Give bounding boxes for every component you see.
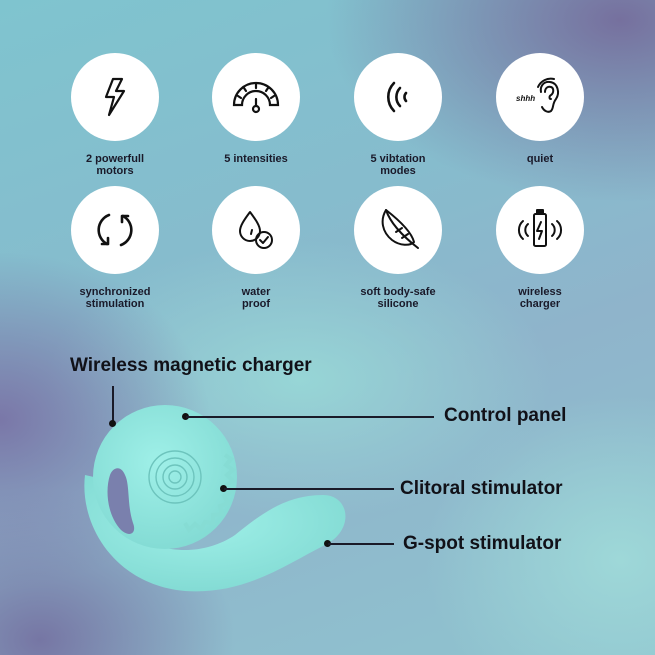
wireless-battery-icon [517, 209, 563, 247]
feature-circle: shhh [496, 53, 584, 141]
callout-dot [182, 413, 189, 420]
feature-label: 2 powerfull motors [85, 153, 145, 177]
feature-quiet: shhh quiet [480, 53, 600, 165]
callout-control-panel: Control panel [444, 405, 567, 426]
callout-gspot-stimulator: G-spot stimulator [403, 533, 562, 554]
feature-label: quiet [526, 153, 554, 165]
callout-dot [109, 420, 116, 427]
callout-wireless-charger: Wireless magnetic charger [70, 355, 312, 376]
product-illustration [84, 405, 346, 592]
feature-label: 5 vibtation modes [370, 153, 426, 177]
sync-arrows-icon [97, 213, 133, 247]
feature-powerful-motors: 2 powerfull motors [55, 53, 175, 177]
feature-label: 5 intensities [224, 153, 288, 165]
feature-label: water proof [241, 286, 271, 310]
feature-circle [212, 186, 300, 274]
water-drop-check-icon [239, 211, 273, 249]
feature-circle [71, 53, 159, 141]
callout-clitoral-stimulator: Clitoral stimulator [400, 478, 563, 499]
callout-dot [220, 485, 227, 492]
feature-label: soft body-safe silicone [360, 286, 436, 310]
feature-circle [212, 53, 300, 141]
feature-intensities: 5 intensities [196, 53, 316, 165]
svg-text:shhh: shhh [516, 94, 535, 103]
feature-circle [71, 186, 159, 274]
feather-icon [381, 209, 419, 249]
feature-circle [354, 53, 442, 141]
callout-dot [324, 540, 331, 547]
feature-circle [354, 186, 442, 274]
ear-shhh-icon: shhh [516, 77, 559, 113]
callout-line [328, 543, 394, 545]
callout-line [224, 488, 394, 490]
feature-waterproof: water proof [196, 186, 316, 310]
feature-vibration-modes: 5 vibtation modes [338, 53, 458, 177]
feature-wireless-charger: wireless charger [480, 186, 600, 310]
feature-label: wireless charger [518, 286, 562, 310]
callout-line [112, 386, 114, 424]
lightning-bolt-icon [104, 77, 126, 117]
feature-synchronized-stimulation: synchronized stimulation [55, 186, 175, 310]
feature-label: synchronized stimulation [79, 286, 151, 310]
callout-line [186, 416, 434, 418]
vibration-waves-icon [387, 81, 408, 113]
speedometer-gauge-icon [232, 81, 280, 114]
feature-circle [496, 186, 584, 274]
feature-soft-silicone: soft body-safe silicone [338, 186, 458, 310]
